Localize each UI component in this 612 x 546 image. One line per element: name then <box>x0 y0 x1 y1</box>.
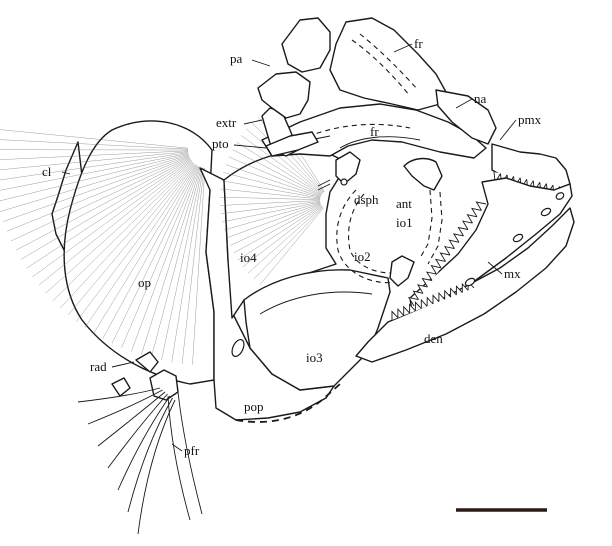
label-nasal: na <box>474 91 487 106</box>
infraorbital-4-canal <box>317 179 331 191</box>
label-cleithrum: cl <box>42 164 52 179</box>
infraorbital-1-canal <box>419 189 443 265</box>
label-radial: rad <box>90 359 107 374</box>
frontal-anterior-canal <box>351 39 411 97</box>
label-infraorbital-4: io4 <box>240 250 257 265</box>
infraorbital-3-inner-line <box>259 291 373 315</box>
infraorbital-3-bone <box>243 269 391 391</box>
label-preopercle: pop <box>244 399 264 414</box>
label-premaxilla: pmx <box>518 112 542 127</box>
dentary-pores <box>464 192 565 287</box>
label-pectoral-fin-rays: pfr <box>184 443 200 458</box>
preopercle-pore <box>231 338 245 358</box>
label-infraorbital-3: io3 <box>306 350 323 365</box>
sphenotic-fragment-bone <box>281 17 331 73</box>
leader-lines <box>61 43 517 452</box>
antorbital-bone <box>403 157 443 191</box>
dentary-teeth <box>391 280 475 320</box>
frontal-anterior-bone <box>329 17 447 111</box>
label-frontal-lower: fr <box>370 124 379 139</box>
radial-bone-lower <box>111 377 131 397</box>
radial-bone-upper <box>135 351 159 373</box>
infraorbital-2-canal <box>336 189 401 284</box>
label-extrascapular: extr <box>216 115 237 130</box>
parietal-bone <box>257 71 311 119</box>
preopercle-dashed-margin <box>235 383 341 423</box>
label-maxilla: mx <box>504 266 521 281</box>
label-infraorbital-2: io2 <box>354 249 371 264</box>
pectoral-fin-rays <box>77 387 203 535</box>
infraorbital-2-bone <box>389 255 415 287</box>
frontal-anterior-canal-b <box>359 33 419 91</box>
pterotic-bone <box>265 131 319 157</box>
label-pterotic: pto <box>212 136 229 151</box>
frontal-posterior-bone <box>261 103 487 159</box>
label-opercle: op <box>138 275 151 290</box>
label-parietal: pa <box>230 51 243 66</box>
opercle-bone <box>63 120 215 385</box>
label-frontal-upper: fr <box>414 36 423 51</box>
label-dentary: den <box>424 331 443 346</box>
label-antorbital: ant <box>396 196 412 211</box>
label-infraorbital-1: io1 <box>396 215 413 230</box>
dermosphenotic-bone <box>335 151 361 185</box>
label-dermosphenotic: dsph <box>354 192 379 207</box>
opercle-striations <box>0 129 206 365</box>
nasal-bone <box>435 89 497 145</box>
maxilla-teeth <box>407 201 487 307</box>
maxilla-bone <box>409 177 573 313</box>
pectoral-fin-base <box>149 369 179 401</box>
dermosphenotic-pore <box>340 178 348 186</box>
